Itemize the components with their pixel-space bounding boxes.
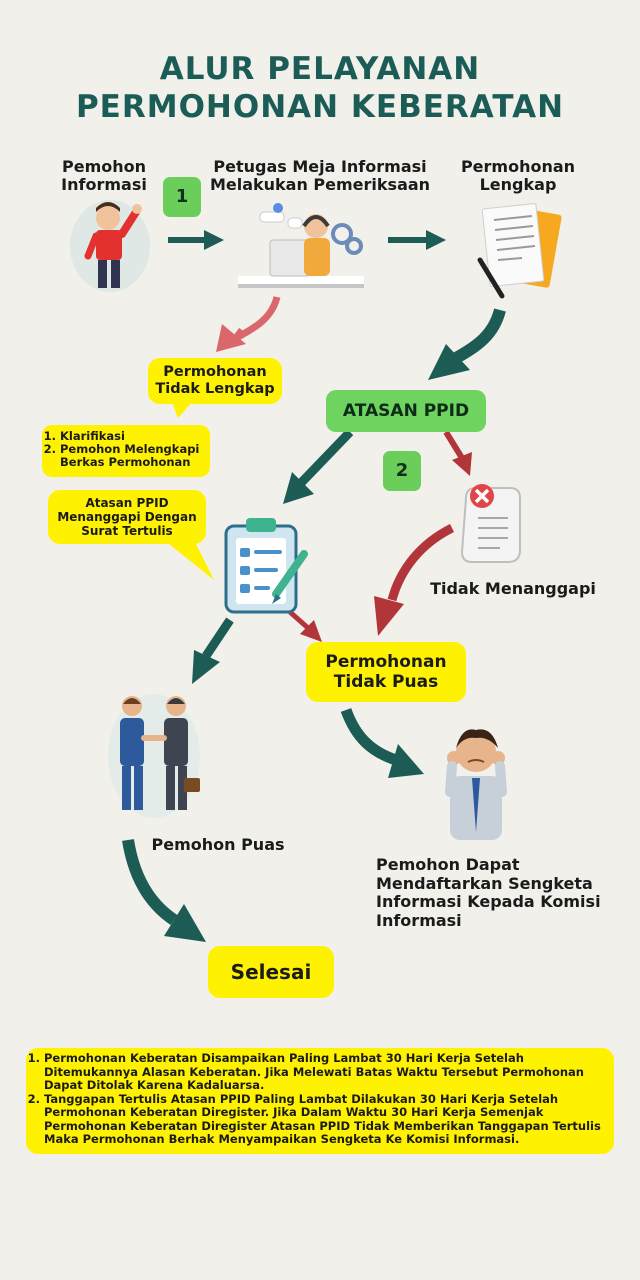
arrow-puas-to-selesai	[122, 838, 206, 942]
label-line: Pemohon	[61, 157, 146, 176]
label-petugas: Petugas Meja Informasi Melakukan Pemerik…	[205, 158, 435, 194]
handshake-icon	[108, 694, 200, 818]
label-line: Mendaftarkan Sengketa	[376, 873, 593, 893]
note-item: Permohonan Keberatan Disampaikan Paling …	[44, 1051, 604, 1093]
label-line: Permohonan	[163, 364, 267, 380]
arrow-atasan-to-tidak-menanggapi	[443, 430, 472, 476]
label-line: Menanggapi Dengan	[57, 510, 197, 524]
label-pemohon-puas: Pemohon Puas	[151, 835, 285, 854]
box-menanggapi: Atasan PPID Menanggapi Dengan Surat Tert…	[48, 490, 206, 544]
label-line: Informasi	[376, 910, 462, 930]
arrow-clipboard-to-tidak-puas	[288, 610, 322, 642]
action-item: Klarifikasi	[60, 430, 204, 443]
box-selesai: Selesai	[208, 946, 334, 998]
rejected-document-icon	[460, 484, 521, 563]
arrow-pemohon-to-petugas	[168, 230, 224, 250]
label-line: Surat Tertulis	[81, 524, 173, 538]
page-title: ALUR PELAYANAN PERMOHONAN KEBERATAN	[0, 50, 640, 126]
stressed-person-icon	[445, 729, 507, 840]
label-line: Permohonan	[325, 652, 447, 672]
label-line: Atasan PPID	[85, 496, 169, 510]
box-tidak-lengkap: Permohonan Tidak Lengkap	[148, 358, 282, 404]
label-line: Tidak Puas	[333, 672, 439, 692]
title-line-1: ALUR PELAYANAN	[159, 51, 481, 87]
clipboard-checklist-icon	[224, 518, 308, 614]
callout-tail	[172, 402, 192, 418]
step-2-badge: 2	[383, 451, 421, 491]
person-waving-icon	[70, 200, 150, 292]
arrow-lengkap-to-atasan	[428, 308, 506, 380]
label-line: Lengkap	[479, 175, 557, 194]
notes-box: Permohonan Keberatan Disampaikan Paling …	[26, 1048, 614, 1154]
arrow-tidak-puas-to-sengketa	[340, 708, 424, 778]
label-line: Informasi Kepada Komisi	[376, 892, 601, 911]
label-line: Permohonan	[460, 157, 576, 176]
arrow-tidak-menanggapi-to-tidak-puas	[374, 523, 455, 636]
step-1-badge: 1	[163, 177, 201, 217]
label-line: Melakukan Pemeriksaan	[209, 175, 431, 194]
note-item: Tanggapan Tertulis Atasan PPID Paling La…	[44, 1092, 604, 1147]
label-line: Petugas Meja Informasi	[213, 157, 427, 176]
box-tidak-lengkap-actions: Klarifikasi Pemohon Melengkapi Berkas Pe…	[42, 425, 210, 477]
documents-icon	[477, 203, 562, 299]
arrow-petugas-to-tidak-lengkap	[216, 295, 281, 352]
label-line: Pemohon Dapat	[376, 855, 520, 874]
arrow-petugas-to-lengkap	[388, 230, 446, 250]
label-line: Informasi	[61, 175, 147, 194]
arrow-clipboard-to-puas	[192, 617, 234, 684]
action-item: Pemohon Melengkapi Berkas Permohonan	[60, 443, 204, 469]
label-sengketa: Pemohon Dapat Mendaftarkan Sengketa Info…	[376, 855, 626, 930]
box-atasan-ppid: ATASAN PPID	[326, 390, 486, 432]
label-permohonan-lengkap: Permohonan Lengkap	[448, 158, 588, 194]
label-line: Tidak Lengkap	[155, 381, 275, 397]
label-pemohon-informasi: Pemohon Informasi	[40, 158, 168, 194]
label-tidak-menanggapi: Tidak Menanggapi	[430, 579, 596, 598]
callout-tail	[164, 540, 214, 580]
service-desk-icon	[238, 203, 364, 288]
box-tidak-puas: Permohonan Tidak Puas	[306, 642, 466, 702]
arrow-atasan-to-clipboard	[283, 428, 354, 504]
title-line-2: PERMOHONAN KEBERATAN	[75, 89, 565, 125]
